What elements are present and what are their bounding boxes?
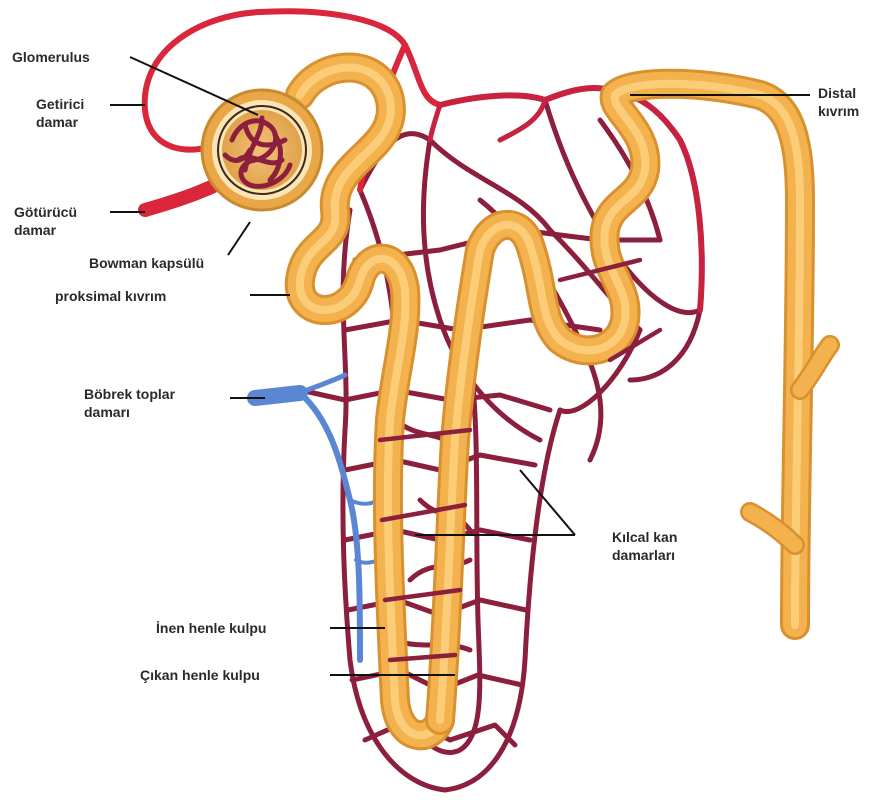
label-descending-loop: İnen henle kulpu [156, 619, 266, 637]
bowman-capsule [202, 90, 322, 210]
label-afferent-line2: damar [36, 113, 84, 131]
label-renal-vein: Böbrek toplar damarı [84, 385, 175, 421]
label-vein-line2: damarı [84, 403, 175, 421]
label-afferent-line1: Getirici [36, 95, 84, 113]
label-distal-line1: Distal [818, 84, 859, 102]
label-ascending-loop: Çıkan henle kulpu [140, 666, 260, 684]
renal-tubule [300, 68, 830, 736]
label-distal-tubule: Distal kıvrım [818, 84, 859, 120]
label-glomerulus: Glomerulus [12, 48, 90, 66]
label-efferent-line2: damar [14, 221, 77, 239]
label-capillary-line1: Kılcal kan [612, 528, 677, 546]
leader-capillary-a [520, 470, 575, 535]
label-afferent-arteriole: Getirici damar [36, 95, 84, 131]
renal-vein [255, 375, 380, 660]
ascending-loop-of-henle [440, 84, 800, 720]
label-efferent-line1: Götürücü [14, 203, 77, 221]
label-bowman-capsule: Bowman kapsülü [89, 254, 204, 272]
label-distal-line2: kıvrım [818, 102, 859, 120]
label-capillaries: Kılcal kan damarları [612, 528, 677, 564]
leader-bowman [228, 222, 250, 255]
label-capillary-line2: damarları [612, 546, 677, 564]
label-proximal-tubule: proksimal kıvrım [55, 287, 166, 305]
label-vein-line1: Böbrek toplar [84, 385, 175, 403]
label-efferent-arteriole: Götürücü damar [14, 203, 77, 239]
